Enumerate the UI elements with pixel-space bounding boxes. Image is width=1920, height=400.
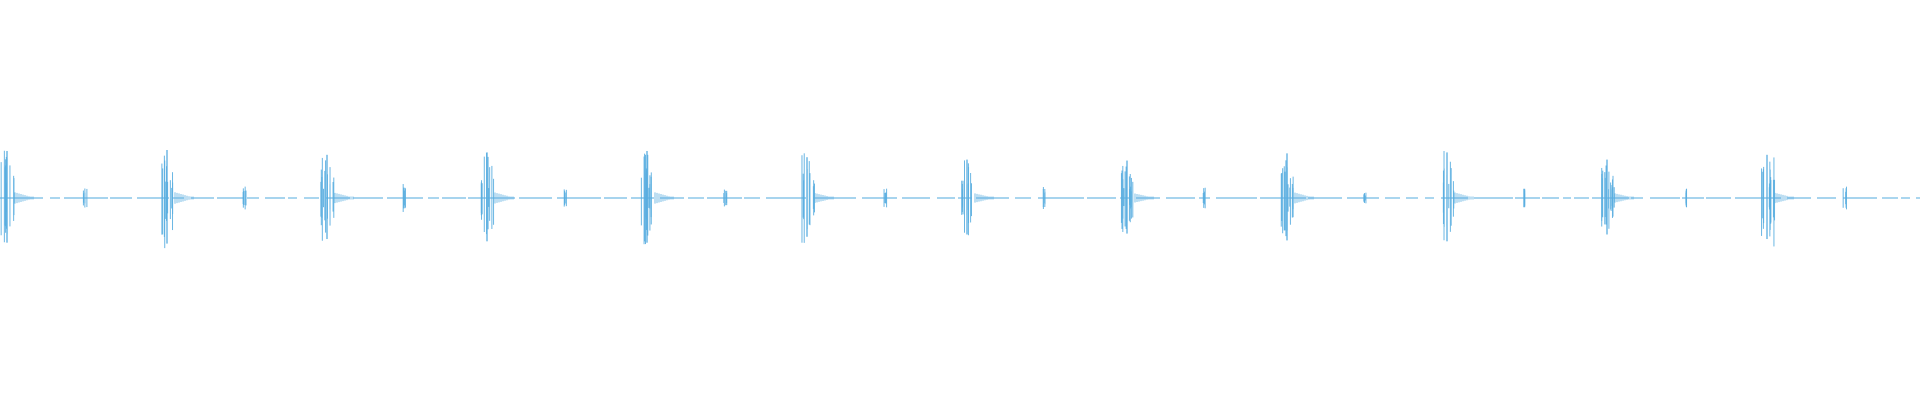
waveform-layer <box>0 150 1920 249</box>
